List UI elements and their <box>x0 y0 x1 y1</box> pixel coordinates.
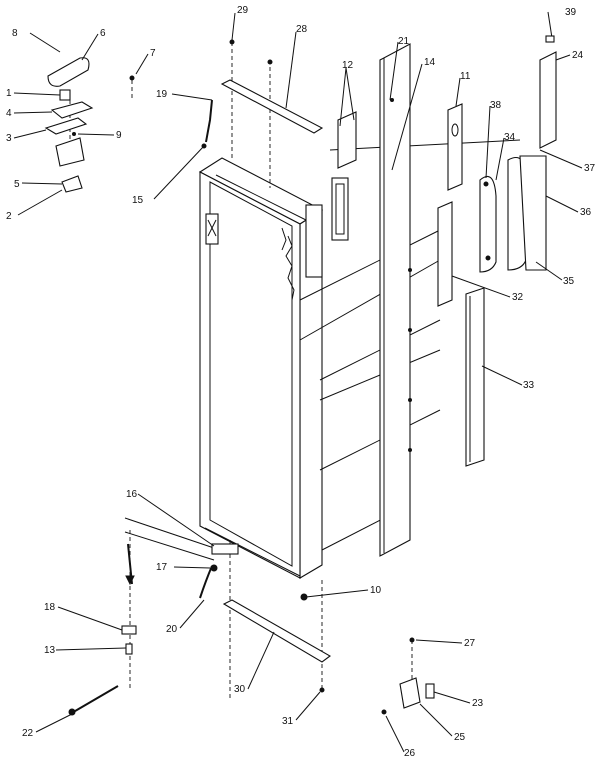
callout-5: 5 <box>14 179 20 190</box>
callout-24: 24 <box>572 50 584 61</box>
callout-8: 8 <box>12 28 18 39</box>
callout-16: 16 <box>126 489 138 500</box>
wire-and-pin <box>201 99 213 149</box>
handles <box>479 155 547 273</box>
bottom-hinge <box>199 543 239 599</box>
long-gasket-strip <box>465 287 485 467</box>
callout-32: 32 <box>512 292 524 303</box>
top-hinge-assembly <box>44 57 135 193</box>
callout-6: 6 <box>100 28 106 39</box>
callout-39: 39 <box>565 7 577 18</box>
bottom-strip <box>222 593 331 693</box>
callout-4: 4 <box>6 108 12 119</box>
callout-14: 14 <box>424 57 436 68</box>
callout-36: 36 <box>580 207 592 218</box>
callout-22: 22 <box>22 728 34 739</box>
callout-19: 19 <box>156 89 168 100</box>
callout-37: 37 <box>584 163 596 174</box>
callout-38: 38 <box>490 100 502 111</box>
callout-15: 15 <box>132 195 144 206</box>
callout-27: 27 <box>464 638 476 649</box>
callout-30: 30 <box>234 684 246 695</box>
leader-lines <box>13 12 583 753</box>
hinge-bracket <box>305 111 357 278</box>
lower-linkage <box>68 543 137 716</box>
callout-7: 7 <box>150 48 156 59</box>
callout-20: 20 <box>166 624 178 635</box>
callout-23: 23 <box>472 698 484 709</box>
callout-21: 21 <box>398 36 410 47</box>
callout-12: 12 <box>342 60 354 71</box>
door-frame <box>198 157 324 579</box>
callout-28: 28 <box>296 24 308 35</box>
callout-35: 35 <box>563 276 575 287</box>
callout-10: 10 <box>370 585 382 596</box>
latch-plate <box>447 103 463 191</box>
callout-34: 34 <box>504 132 516 143</box>
callout-1: 1 <box>6 88 12 99</box>
callout-13: 13 <box>44 645 56 656</box>
top-right-bracket <box>539 11 557 149</box>
callout-11: 11 <box>460 71 471 82</box>
callout-2: 2 <box>6 211 12 222</box>
top-strip <box>220 39 324 134</box>
callout-26: 26 <box>404 748 416 759</box>
callout-31: 31 <box>282 716 294 727</box>
callout-3: 3 <box>6 133 12 144</box>
channel-strip <box>437 201 453 307</box>
bottom-right-bracket <box>381 637 435 715</box>
guide-lines <box>69 42 521 700</box>
callout-9: 9 <box>116 130 122 141</box>
callout-29: 29 <box>237 5 249 16</box>
vertical-panel <box>379 43 412 557</box>
callout-18: 18 <box>44 602 56 613</box>
callout-17: 17 <box>156 562 168 573</box>
callout-25: 25 <box>454 732 466 743</box>
callout-labels: 29 28 21 12 14 11 39 24 38 34 37 36 35 3… <box>6 5 596 759</box>
callout-33: 33 <box>523 380 535 391</box>
